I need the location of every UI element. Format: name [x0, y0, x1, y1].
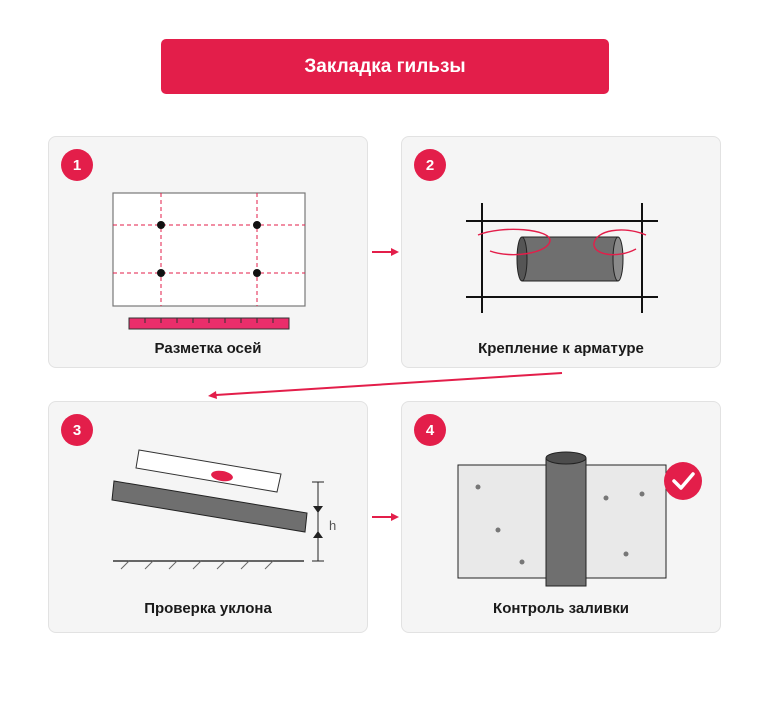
- slope-check-illustration: [111, 449, 324, 570]
- step-badge-3: 3: [61, 414, 93, 446]
- axis-marking-illustration: [112, 192, 306, 330]
- step-badge-4: 4: [414, 414, 446, 446]
- wire-tie-icon: [477, 228, 647, 256]
- pour-control-illustration: [457, 451, 702, 587]
- ruler-icon: [128, 317, 290, 330]
- rebar-fixing-illustration: [466, 203, 658, 313]
- step-card-2: 2 Крепление к арматуре: [401, 136, 721, 368]
- arrow-down-left-icon: [208, 372, 563, 399]
- step-label-3: Проверка уклона: [144, 600, 272, 617]
- step-badge-2: 2: [414, 149, 446, 181]
- height-dimension-icon: [312, 481, 324, 562]
- sleeve-pipe-icon: [516, 236, 624, 282]
- step-card-1: 1 Разметка осей: [48, 136, 368, 368]
- sleeve-pipe-icon: [545, 451, 587, 587]
- step-label-1: Разметка осей: [154, 340, 262, 357]
- checkmark-icon: [664, 462, 702, 500]
- slope-height-label: h: [329, 518, 337, 533]
- step-label-4: Контроль заливки: [493, 600, 629, 617]
- step-badge-1: 1: [61, 149, 93, 181]
- title-text: Закладка гильзы: [304, 55, 466, 77]
- step-card-3: 3 h Проверка уклона: [48, 401, 368, 633]
- step-label-2: Крепление к арматуре: [478, 340, 644, 357]
- arrow-right-icon: [372, 248, 399, 256]
- title-banner: Закладка гильзы: [161, 39, 609, 94]
- spirit-level-icon: [135, 449, 282, 493]
- arrow-right-icon: [372, 513, 399, 521]
- step-card-4: 4 Контроль заливки: [401, 401, 721, 633]
